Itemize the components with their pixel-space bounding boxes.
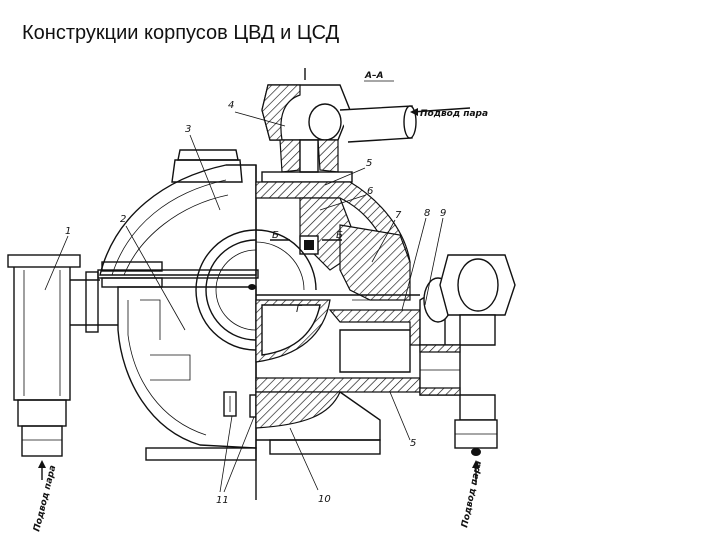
section-mark-g: Г bbox=[296, 304, 303, 315]
leader-lines bbox=[44, 111, 444, 493]
steam-supply-left-label: Подвод пара bbox=[32, 464, 58, 532]
callout-5-upper: 5 bbox=[366, 158, 372, 169]
callout-2: 2 bbox=[120, 214, 126, 225]
callout-3: 3 bbox=[185, 124, 191, 135]
right-section-view bbox=[255, 84, 516, 485]
section-mark-b-left: Б bbox=[272, 230, 279, 241]
callout-10: 10 bbox=[318, 494, 331, 505]
left-exterior-view bbox=[97, 149, 259, 461]
steam-supply-top-label: Подвод пара bbox=[420, 109, 488, 119]
callout-1: 1 bbox=[65, 226, 71, 237]
callout-11: 11 bbox=[216, 495, 229, 506]
callout-8: 8 bbox=[424, 208, 430, 219]
left-steam-supply-pipe bbox=[7, 254, 118, 480]
steam-supply-right-label: Подвод пара bbox=[460, 460, 484, 529]
callout-4: 4 bbox=[228, 100, 234, 111]
section-label: А–А bbox=[364, 71, 383, 81]
callout-5-lower: 5 bbox=[410, 438, 416, 449]
section-mark-b-right: Б bbox=[336, 230, 343, 241]
callout-9: 9 bbox=[440, 208, 446, 219]
page-title: Конструкции корпусов ЦВД и ЦСД bbox=[22, 22, 340, 44]
callout-7: 7 bbox=[395, 210, 402, 221]
callout-6: 6 bbox=[367, 186, 373, 197]
